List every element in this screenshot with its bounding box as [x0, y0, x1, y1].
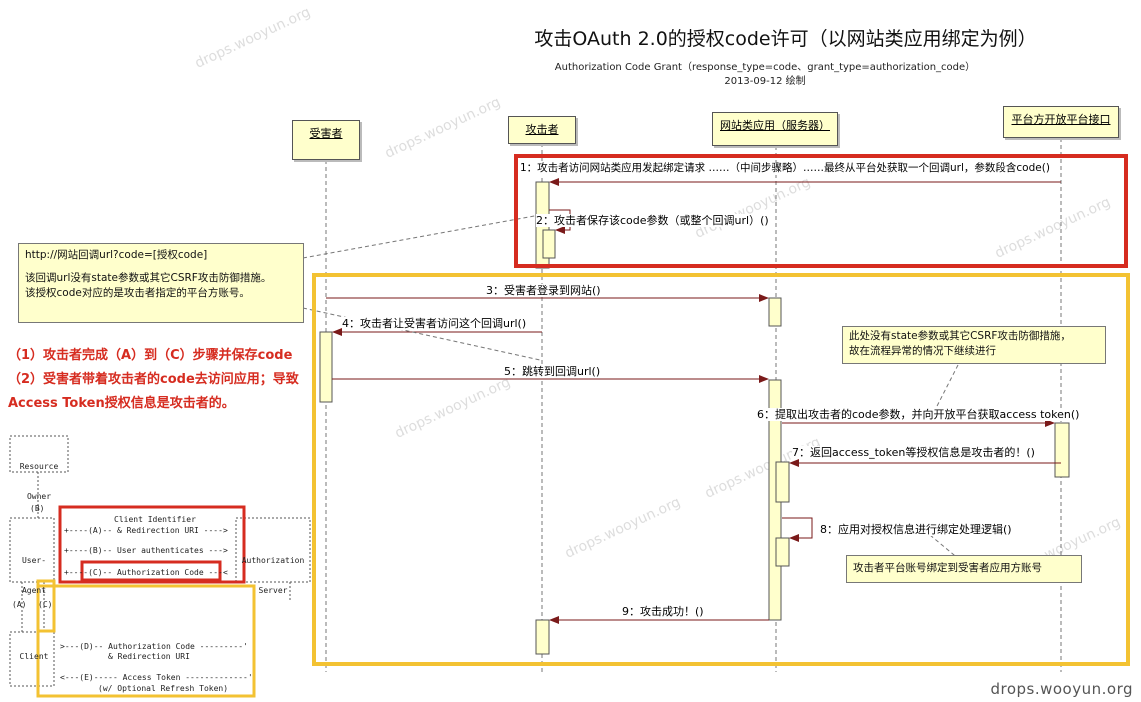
- note-bind: 攻击者平台账号绑定到受害者应用方账号: [846, 555, 1082, 583]
- lifeline-victim: 受害者: [292, 120, 360, 160]
- explanation-line: （2）受害者带着攻击者的code去访问应用；导致: [8, 372, 299, 387]
- note-state-line: 此处没有state参数或其它CSRF攻击防御措施，: [849, 330, 1071, 342]
- rfc-label: User-: [21, 556, 47, 565]
- lifeline-website: 网站类应用（服务器）: [712, 112, 838, 146]
- message-4: 4：攻击者让受害者访问这个回调url(): [342, 317, 527, 330]
- rfc-label: Authorization: [241, 556, 305, 565]
- note-callback-line: 该授权code对应的是攻击者指定的平台方账号。: [25, 287, 250, 299]
- message-6: 6：提取出攻击者的code参数，并向开放平台获取access token(): [757, 408, 1080, 421]
- rfc-resource-owner: Resource Owner: [14, 442, 64, 512]
- rfc-label: Resource: [19, 462, 59, 471]
- note-no-state: 此处没有state参数或其它CSRF攻击防御措施， 故在流程异常的情况下继续进行: [842, 326, 1106, 364]
- note-callback-line: 该回调url没有state参数或其它CSRF攻击防御措施。: [25, 272, 272, 284]
- rfc-flow-b: +----(B)-- User authenticates --->: [64, 546, 228, 555]
- lifeline-attacker: 攻击者: [508, 116, 576, 144]
- site-watermark: drops.wooyun.org: [990, 680, 1133, 698]
- rfc-label: Server: [258, 586, 288, 595]
- rfc-user-agent: User- Agent: [14, 536, 54, 606]
- message-1: 1：攻击者访问网站类应用发起绑定请求 ……（中间步骤略）……最终从平台处获取一个…: [520, 162, 1050, 175]
- rfc-flow-c: +----(C)-- Authorization Code ---<: [64, 568, 228, 577]
- explanation-line: Access Token授权信息是攻击者的。: [8, 396, 235, 411]
- rfc-flow-e-2: (w/ Optional Refresh Token): [98, 684, 229, 693]
- rfc-b-label: (B): [30, 504, 45, 513]
- page-title: 攻击OAuth 2.0的授权code许可（以网站类应用绑定为例）: [534, 28, 1037, 50]
- subtitle-grant: Authorization Code Grant（response_type=c…: [554, 62, 976, 73]
- explanation-text: （1）攻击者完成（A）到（C）步骤并保存code （2）受害者带着攻击者的cod…: [8, 344, 308, 416]
- note-state-line: 故在流程异常的情况下继续进行: [849, 345, 996, 357]
- lifeline-platform: 平台方开放平台接口: [1003, 106, 1119, 138]
- rfc-side-c: (C): [38, 600, 53, 609]
- rfc-flow-a-1: Client Identifier: [114, 515, 196, 524]
- rfc-label: Agent: [21, 586, 47, 595]
- rfc-flow-e-1: <---(E)----- Access Token -------------': [60, 673, 253, 682]
- message-9: 9：攻击成功！(): [622, 605, 704, 618]
- note-callback-url: http://网站回调url?code=[授权code] 该回调url没有sta…: [18, 243, 304, 323]
- rfc-flow-d-1: >---(D)-- Authorization Code ---------': [60, 642, 248, 651]
- rfc-client: Client: [19, 652, 49, 661]
- subtitle: Authorization Code Grant（response_type=c…: [530, 61, 1000, 89]
- note-callback-line: http://网站回调url?code=[授权code]: [25, 249, 208, 261]
- explanation-line: （1）攻击者完成（A）到（C）步骤并保存code: [8, 348, 293, 363]
- message-5: 5：跳转到回调url(): [504, 365, 601, 378]
- rfc-side-a: (A): [12, 600, 27, 609]
- message-7: 7：返回access_token等授权信息是攻击者的！(): [792, 446, 1035, 459]
- rfc-flow-d-2: & Redirection URI: [108, 652, 190, 661]
- message-8: 8：应用对授权信息进行绑定处理逻辑(): [820, 523, 1012, 536]
- message-2: 2：攻击者保存该code参数（或整个回调url）(): [536, 214, 769, 227]
- message-3: 3：受害者登录到网站(): [486, 284, 601, 297]
- subtitle-date: 2013-09-12 绘制: [724, 76, 806, 87]
- rfc-auth-server: Authorization Server: [238, 536, 308, 606]
- rfc-flow-a-2: +----(A)-- & Redirection URI ---->: [64, 526, 228, 535]
- rfc-label: Owner: [26, 492, 52, 501]
